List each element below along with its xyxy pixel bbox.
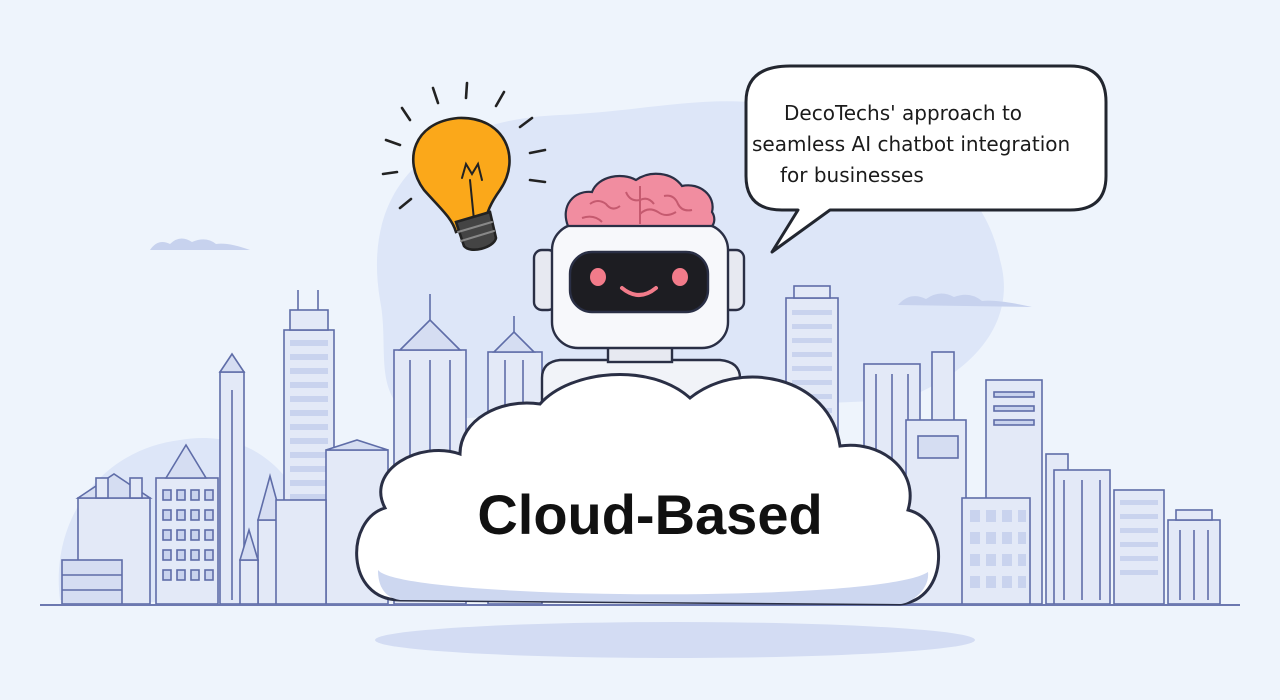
- speech-line-2: seamless AI chatbot integration: [752, 132, 1071, 156]
- cloud-icon: [355, 373, 940, 606]
- sky-cloud-left: [150, 238, 250, 250]
- sky-cloud-right: [898, 293, 1032, 307]
- brain-icon: [564, 172, 716, 228]
- cloud-underside: [378, 570, 929, 604]
- cloud-label: Cloud-Based: [477, 483, 823, 546]
- speech-bubble-icon: [744, 64, 1108, 254]
- lightbulb-icon: [381, 81, 547, 251]
- speech-line-1: DecoTechs' approach to: [784, 101, 1023, 125]
- cloud-shadow: [375, 622, 975, 658]
- speech-line-3: for businesses: [780, 163, 924, 187]
- speech-bubble-text: DecoTechs' approach to seamless AI chatb…: [752, 98, 1102, 191]
